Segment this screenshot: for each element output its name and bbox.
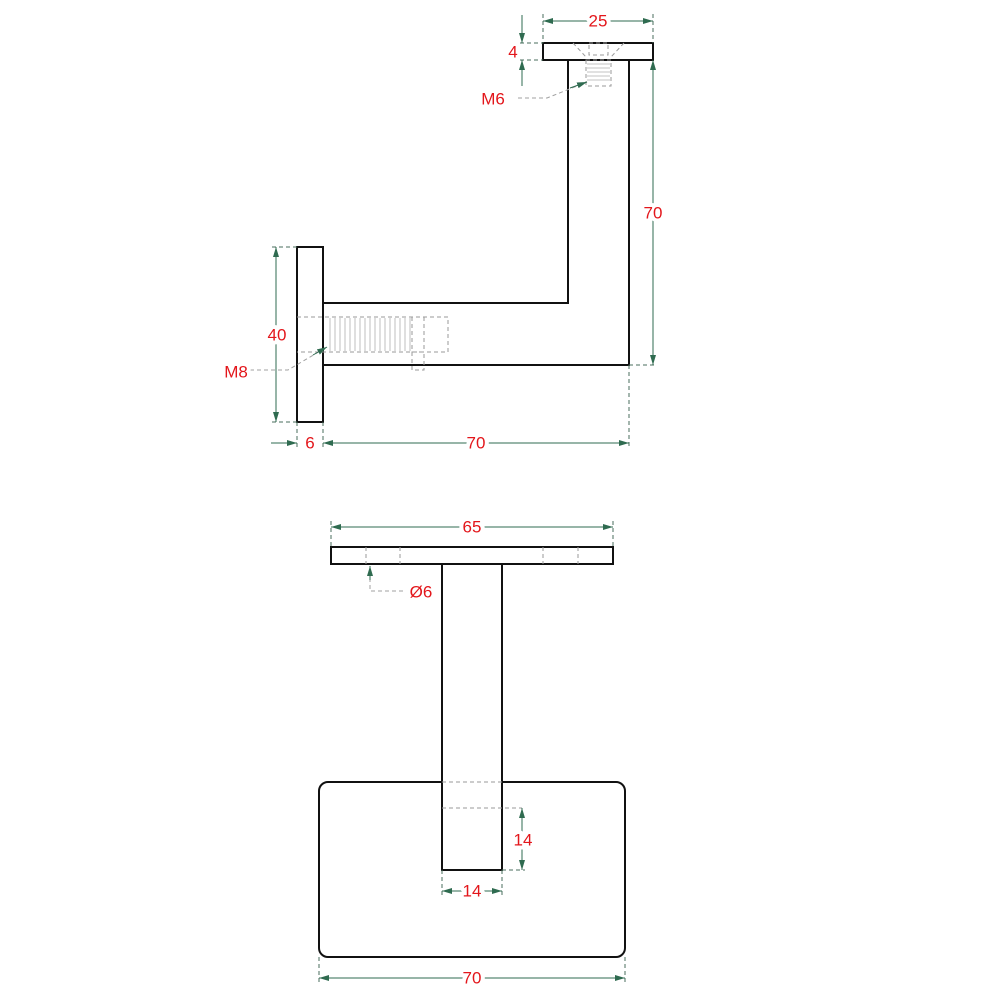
m8-bolt-hidden [297, 316, 449, 353]
top-saddle-plate [542, 42, 654, 61]
set-screw-hidden [411, 351, 425, 371]
dim-label: 14 [463, 882, 482, 901]
callout-label: Ø6 [410, 583, 433, 602]
dimension-wall-plate-thickness: 6 [271, 422, 324, 457]
m6-thread-lines [587, 63, 610, 81]
dimension-base-width: 70 [318, 957, 626, 992]
screw-head-recess [588, 42, 609, 56]
dim-label: 14 [514, 831, 533, 850]
side-view: 25 4 70 40 6 70 [220, 8, 666, 457]
dimension-height: 70 [629, 60, 666, 366]
bracket-arm [323, 60, 630, 366]
saddle-plate [330, 546, 614, 565]
callout-m8: M8 [220, 346, 328, 386]
dim-label: 6 [305, 434, 314, 453]
callout-label: M8 [224, 363, 248, 382]
dimension-saddle-width: 65 [330, 514, 614, 547]
wall-plate [296, 246, 324, 423]
dimension-top-plate-thickness: 4 [504, 15, 543, 86]
dim-label: 40 [268, 326, 287, 345]
callout-label: M6 [481, 90, 505, 109]
dim-label: 65 [463, 518, 482, 537]
dim-label: 70 [644, 204, 663, 223]
dim-label: 4 [508, 43, 517, 62]
dim-label: 25 [589, 12, 608, 31]
dim-label: 70 [463, 969, 482, 988]
front-view: 65 Ø6 14 14 70 [318, 514, 626, 992]
dimension-top-plate-width: 25 [542, 8, 654, 43]
post [441, 563, 503, 871]
dimension-wall-plate-height: 40 [264, 246, 297, 423]
m8-thread-lines [329, 318, 411, 351]
post-hidden-lines [442, 781, 522, 809]
callout-hole-diameter: Ø6 [367, 566, 436, 606]
dim-label: 70 [467, 434, 486, 453]
m6-thread-hole [585, 59, 612, 87]
mounting-holes-hidden [365, 547, 579, 564]
callout-m6: M6 [477, 81, 588, 113]
dimension-arm-length: 70 [323, 365, 630, 457]
bracket-outline [296, 42, 654, 423]
countersink-lines [572, 42, 625, 58]
dimension-post-width: 14 [441, 870, 503, 905]
dimension-insert-depth: 14 [502, 808, 536, 871]
hidden-features [297, 42, 625, 371]
